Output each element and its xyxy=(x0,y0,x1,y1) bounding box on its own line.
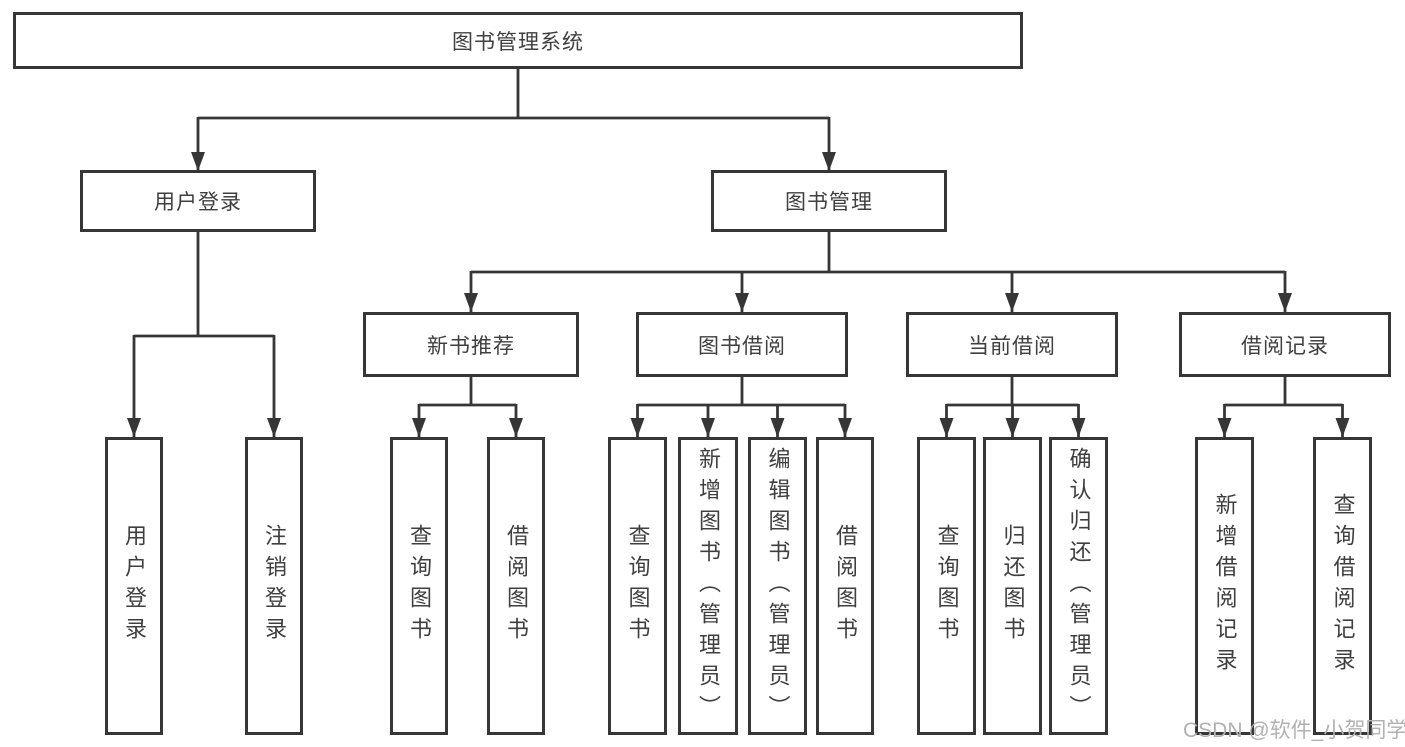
node-root-label: 图书管理系统 xyxy=(452,30,584,54)
connector-borrow-records-to-leaves xyxy=(1217,377,1350,437)
leaf-user-login-label: 用户登录 xyxy=(122,524,147,648)
leaf-query-books-borrow-label: 查询图书 xyxy=(625,524,651,648)
leaf-edit-book-admin-label: 编辑图书（管理员） xyxy=(765,446,791,726)
node-new-book-recommend-label: 新书推荐 xyxy=(427,334,515,358)
leaf-query-borrow-record: 查询借阅记录 xyxy=(1313,437,1372,735)
node-book-borrow: 图书借阅 xyxy=(636,312,848,377)
node-book-borrow-label: 图书借阅 xyxy=(698,334,786,358)
watermark: CSDN @软件_小贺同学 xyxy=(1183,719,1405,742)
leaf-query-books-current-label: 查询图书 xyxy=(934,524,960,648)
leaf-query-books-recommend: 查询图书 xyxy=(390,437,448,735)
node-book-management: 图书管理 xyxy=(711,170,947,232)
node-user-login: 用户登录 xyxy=(80,170,316,232)
leaf-query-books-borrow: 查询图书 xyxy=(608,437,667,735)
leaf-confirm-return-admin-label: 确认归还（管理员） xyxy=(1066,446,1092,726)
leaf-add-book-admin-label: 新增图书（管理员） xyxy=(696,446,721,726)
node-borrow-records-label: 借阅记录 xyxy=(1241,334,1329,358)
leaf-borrow-books: 借阅图书 xyxy=(816,437,874,735)
node-user-login-label: 用户登录 xyxy=(154,191,242,214)
leaf-query-books-current: 查询图书 xyxy=(917,437,976,735)
leaf-user-login: 用户登录 xyxy=(105,437,163,735)
leaf-logout: 注销登录 xyxy=(245,437,303,735)
connector-book-borrow-to-leaves xyxy=(630,377,852,437)
leaf-return-books: 归还图书 xyxy=(983,437,1042,735)
node-current-borrow-label: 当前借阅 xyxy=(968,334,1056,358)
connector-current-borrow-to-leaves xyxy=(939,377,1086,437)
connector-new-book-recommend-to-leaves xyxy=(412,377,523,437)
node-borrow-records: 借阅记录 xyxy=(1179,312,1391,377)
node-current-borrow: 当前借阅 xyxy=(906,312,1118,377)
leaf-logout-label: 注销登录 xyxy=(262,524,287,648)
leaf-add-borrow-record: 新增借阅记录 xyxy=(1195,437,1254,735)
leaf-add-book-admin: 新增图书（管理员） xyxy=(678,437,738,735)
connector-root-to-level2 xyxy=(191,68,836,171)
leaf-edit-book-admin: 编辑图书（管理员） xyxy=(748,437,807,735)
leaf-confirm-return-admin: 确认归还（管理员） xyxy=(1049,437,1108,735)
leaf-borrow-books-label: 借阅图书 xyxy=(833,524,858,648)
leaf-add-borrow-record-label: 新增借阅记录 xyxy=(1212,493,1238,679)
leaf-query-books-recommend-label: 查询图书 xyxy=(407,524,432,648)
connector-user-login-to-leaves xyxy=(127,232,281,437)
leaf-borrow-books-recommend: 借阅图书 xyxy=(487,437,545,735)
node-book-management-label: 图书管理 xyxy=(785,191,873,214)
connector-book-management-to-level3 xyxy=(464,232,1292,312)
leaf-borrow-books-recommend-label: 借阅图书 xyxy=(504,524,529,648)
node-root: 图书管理系统 xyxy=(13,12,1023,69)
node-new-book-recommend: 新书推荐 xyxy=(363,312,579,377)
leaf-return-books-label: 归还图书 xyxy=(1000,524,1026,648)
leaf-query-borrow-record-label: 查询借阅记录 xyxy=(1330,493,1356,679)
